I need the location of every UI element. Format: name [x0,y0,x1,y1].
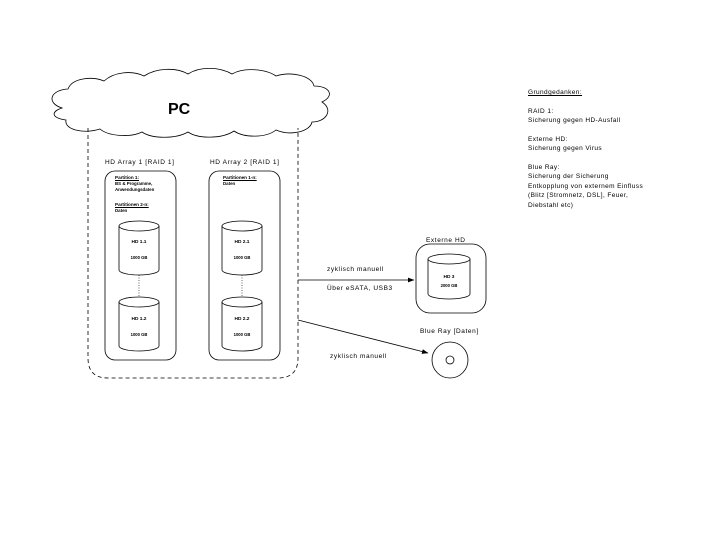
notes-bluray-line-1: Sicherung der Sicherung [528,173,609,180]
disk-hd-2-1 [221,220,263,276]
notes-bluray-line-4: Diebstahl etc) [528,201,574,209]
disk-hd-1-1 [118,220,160,276]
disk-hd-2-2-capacity: 1000 GB [233,332,251,337]
array-1-partition-1-title: Partition 1: [115,175,139,180]
pc-cloud-shape [51,67,330,138]
external-hd-box [415,243,487,314]
disk-hd-3 [427,253,471,300]
notes-bluray-line-2: Entkopplung von externem Einfluss [528,182,644,190]
disk-hd-1-2-capacity: 1000 GB [130,332,148,337]
notes-heading: Grundgedanken: [528,89,583,96]
array-2-partition-1-line-1: Daten [223,181,236,186]
disk-hd-3-capacity: 2000 GB [440,283,458,288]
pc-enclosure [87,128,299,379]
disk-hd-1-1-capacity: 1000 GB [130,255,148,260]
notes-external-text: Sicherung gegen Virus [528,145,603,152]
connection-external-bottom-label: Über eSATA, USB3 [327,285,393,292]
hd-array-2-title: HD Array 2 [RAID 1] [210,159,280,166]
array-2-partition-1-title: Partitionen 1-n: [223,175,257,180]
disk-hd-1-1-name: HD 1.1 [131,240,147,245]
disk-hd-1-2 [118,296,160,352]
bluray-disc-icon [431,341,469,379]
disk-hd-2-2 [221,296,263,352]
disk-hd-2-1-capacity: 1000 GB [233,255,251,260]
disk-hd-1-2-name: HD 1.2 [131,317,147,322]
notes-bluray-heading: Blue Ray: [528,163,560,171]
notes-panel: Grundgedanken: RAID 1: Sicherung gegen H… [528,88,643,210]
disk-hd-3-name: HD 3 [443,275,455,280]
disk-hd-2-2-name: HD 2.2 [234,317,250,322]
notes-external-heading: Externe HD: [528,135,568,143]
notes-raid1-text: Sicherung gegen HD-Ausfall [528,117,621,124]
disk-hd-2-1-name: HD 2.1 [234,240,250,245]
connection-external-top-label: zyklisch manuell [327,266,384,273]
array-1-partition-1-line-2: Anwendungsdaten [115,187,155,192]
array-1-partition-2-title: Partitionen 2-n: [115,202,149,207]
hd-array-2-box [208,170,281,361]
notes-raid1-heading: RAID 1: [528,107,554,115]
array-1-partition-1-line-1: BS & Programme, [115,181,153,186]
connection-bluray-label: zyklisch manuell [330,353,387,360]
hd-array-1-title: HD Array 1 [RAID 1] [105,159,175,166]
array-1-partition-2-line-1: Daten [115,208,128,213]
arrow-to-bluray [297,319,429,354]
external-hd-title: Externe HD [426,237,466,244]
pc-label: PC [168,101,191,118]
bluray-title: Blue Ray [Daten] [420,328,479,335]
hd-array-1-box [104,170,177,361]
notes-bluray-line-3: (Blitz [Stromnetz, DSL], Feuer, [528,192,629,199]
